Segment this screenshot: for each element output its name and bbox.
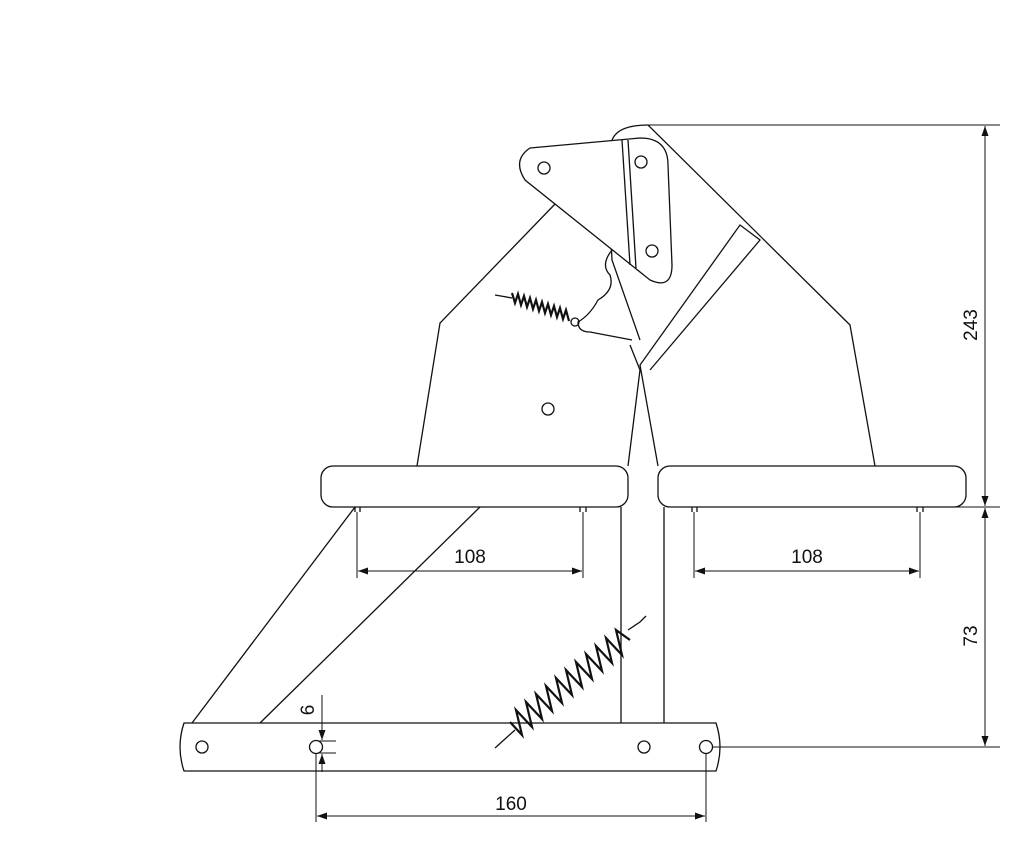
pivot-plate — [518, 137, 673, 341]
dimension-lines — [315, 124, 1000, 822]
lower-spring — [494, 615, 647, 749]
left-base-plate — [320, 465, 629, 508]
frame — [191, 506, 665, 724]
upper-spring — [494, 290, 580, 327]
bottom-bar — [179, 722, 721, 772]
dim-label-108-left: 108 — [454, 547, 486, 568]
dim-label-243: 243 — [961, 309, 982, 341]
body-hole — [541, 402, 555, 416]
dim-label-160: 160 — [495, 794, 527, 815]
dim-label-108-right: 108 — [791, 547, 823, 568]
right-base-plate — [657, 465, 967, 508]
dim-label-6: 6 — [298, 705, 319, 716]
dim-label-73: 73 — [961, 625, 982, 646]
